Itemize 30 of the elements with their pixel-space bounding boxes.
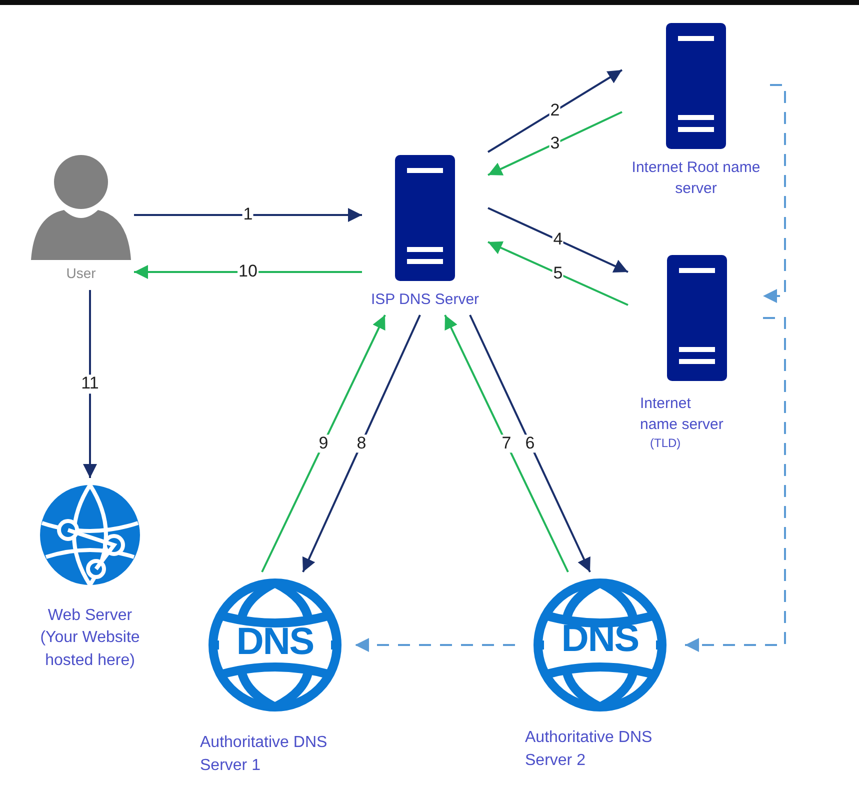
- edge-label: 6: [524, 434, 536, 453]
- arrow: [134, 265, 362, 279]
- arrow: [355, 638, 515, 652]
- arrow: [488, 111, 622, 176]
- globe-label: DNS: [236, 622, 314, 661]
- arrow: [487, 69, 623, 153]
- node-label: Authoritative DNS Server 1: [200, 733, 328, 776]
- arrow: [444, 314, 569, 572]
- arrow: [134, 208, 362, 222]
- arrow: [302, 314, 421, 572]
- node-label: Authoritative DNS Server 2: [525, 728, 654, 771]
- arrow: [488, 241, 628, 306]
- node-label: Internet name server: [640, 394, 724, 435]
- arrow: [685, 317, 786, 652]
- node-label: ISP DNS Server: [370, 290, 480, 310]
- arrow: [469, 314, 591, 572]
- edge-label: 7: [500, 434, 512, 453]
- arrow: [83, 290, 97, 478]
- arrow: [763, 84, 786, 303]
- node-label: (TLD): [650, 435, 681, 452]
- globe-label: DNS: [561, 620, 639, 658]
- node-label: Internet Root name server: [631, 158, 761, 199]
- node-label: (Your Website hosted here): [39, 628, 141, 671]
- arrow: [488, 207, 628, 273]
- edge-label: 11: [80, 374, 100, 394]
- node-label: User: [66, 264, 96, 283]
- edge-label: 9: [318, 434, 330, 453]
- arrow: [261, 314, 386, 572]
- edge-label: 8: [356, 434, 368, 453]
- node-label: Web Server: [48, 606, 132, 626]
